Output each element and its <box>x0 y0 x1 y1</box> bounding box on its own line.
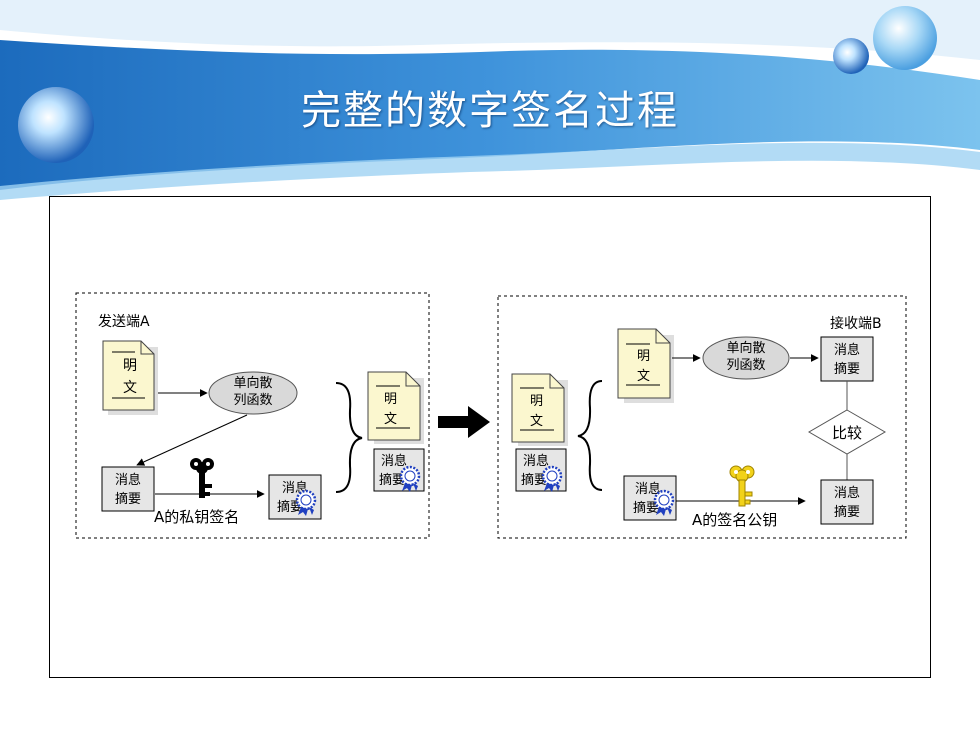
receiver-brace <box>577 380 603 491</box>
sender-plaintext-char1: 明 <box>123 358 137 374</box>
private-key-icon <box>190 458 214 498</box>
sender-plaintext-char2: 文 <box>123 380 137 396</box>
sender-hash-line1: 单向散 <box>233 375 272 391</box>
computed-digest-line1: 消息 <box>834 342 860 358</box>
recovered-digest-line1: 消息 <box>834 485 860 501</box>
receiver-received-digest: 消息 摘要 <box>515 448 567 494</box>
sender-digest-line2: 摘要 <box>115 491 141 507</box>
bundle-digest-line2: 摘要 <box>379 472 405 488</box>
seal-icon <box>295 489 317 518</box>
seal-icon <box>653 489 675 518</box>
compare-label: 比较 <box>832 424 862 442</box>
sender-label: 发送端A <box>98 314 150 330</box>
public-key-icon <box>729 465 755 507</box>
sender-bundle-plaintext: 明 文 <box>367 371 424 444</box>
receiver-plaintext-char2: 文 <box>637 369 650 384</box>
private-key-label: A的私钥签名 <box>154 508 239 526</box>
slide-title: 完整的数字签名过程 <box>301 88 679 134</box>
sender-hash-function: 单向散 列函数 <box>208 371 298 415</box>
receiver-hash-line2: 列函数 <box>726 358 765 373</box>
sender-region <box>75 292 430 539</box>
sender-digest-line1: 消息 <box>115 472 141 488</box>
orb-right-large <box>873 6 937 70</box>
receiver-received-plaintext: 明 文 <box>511 373 568 446</box>
recovered-digest-line2: 摘要 <box>834 504 860 520</box>
receiver-signed-line2: 摘要 <box>633 500 659 516</box>
sender-hash-line2: 列函数 <box>233 393 272 408</box>
sender-bundle-digest: 消息 摘要 <box>373 448 425 494</box>
sender-brace <box>335 382 363 493</box>
sender-plaintext-document: 明 文 <box>102 340 158 415</box>
receiver-hash-line1: 单向散 <box>726 340 765 356</box>
receiver-region <box>497 295 907 539</box>
seal-icon <box>399 465 421 494</box>
bundle-digest-line1: 消息 <box>381 453 407 469</box>
arrow-right-icon <box>438 406 490 438</box>
receiver-plaintext-document: 明 文 <box>617 328 674 403</box>
received-plaintext-char2: 文 <box>530 414 543 429</box>
receiver-plaintext-char1: 明 <box>637 349 650 364</box>
arrow-hash-to-digest <box>136 414 248 466</box>
sender-signed-digest: 消息 摘要 <box>268 474 322 520</box>
seal-icon <box>541 465 563 494</box>
diagram-frame <box>49 196 931 678</box>
computed-digest-line2: 摘要 <box>834 361 860 377</box>
receiver-recovered-digest: 消息 摘要 <box>820 479 874 525</box>
orb-left <box>18 87 94 163</box>
header-banner <box>0 0 980 200</box>
bundle-plaintext-char1: 明 <box>384 392 397 407</box>
received-plaintext-char1: 明 <box>530 394 543 409</box>
orb-right-small <box>833 38 869 74</box>
receiver-signed-line1: 消息 <box>635 481 661 497</box>
received-digest-line2: 摘要 <box>521 472 547 488</box>
receiver-computed-digest: 消息 摘要 <box>820 336 874 382</box>
sender-digest-box: 消息 摘要 <box>101 466 155 512</box>
public-key-label: A的签名公钥 <box>692 511 777 529</box>
bundle-plaintext-char2: 文 <box>384 412 397 427</box>
receiver-label: 接收端B <box>830 315 882 332</box>
compare-diamond: 比较 <box>808 409 886 455</box>
receiver-hash-function: 单向散 列函数 <box>702 336 790 380</box>
received-digest-line1: 消息 <box>523 453 549 469</box>
receiver-signed-digest: 消息 摘要 <box>623 475 677 521</box>
signed-digest-line1: 消息 <box>282 480 308 496</box>
